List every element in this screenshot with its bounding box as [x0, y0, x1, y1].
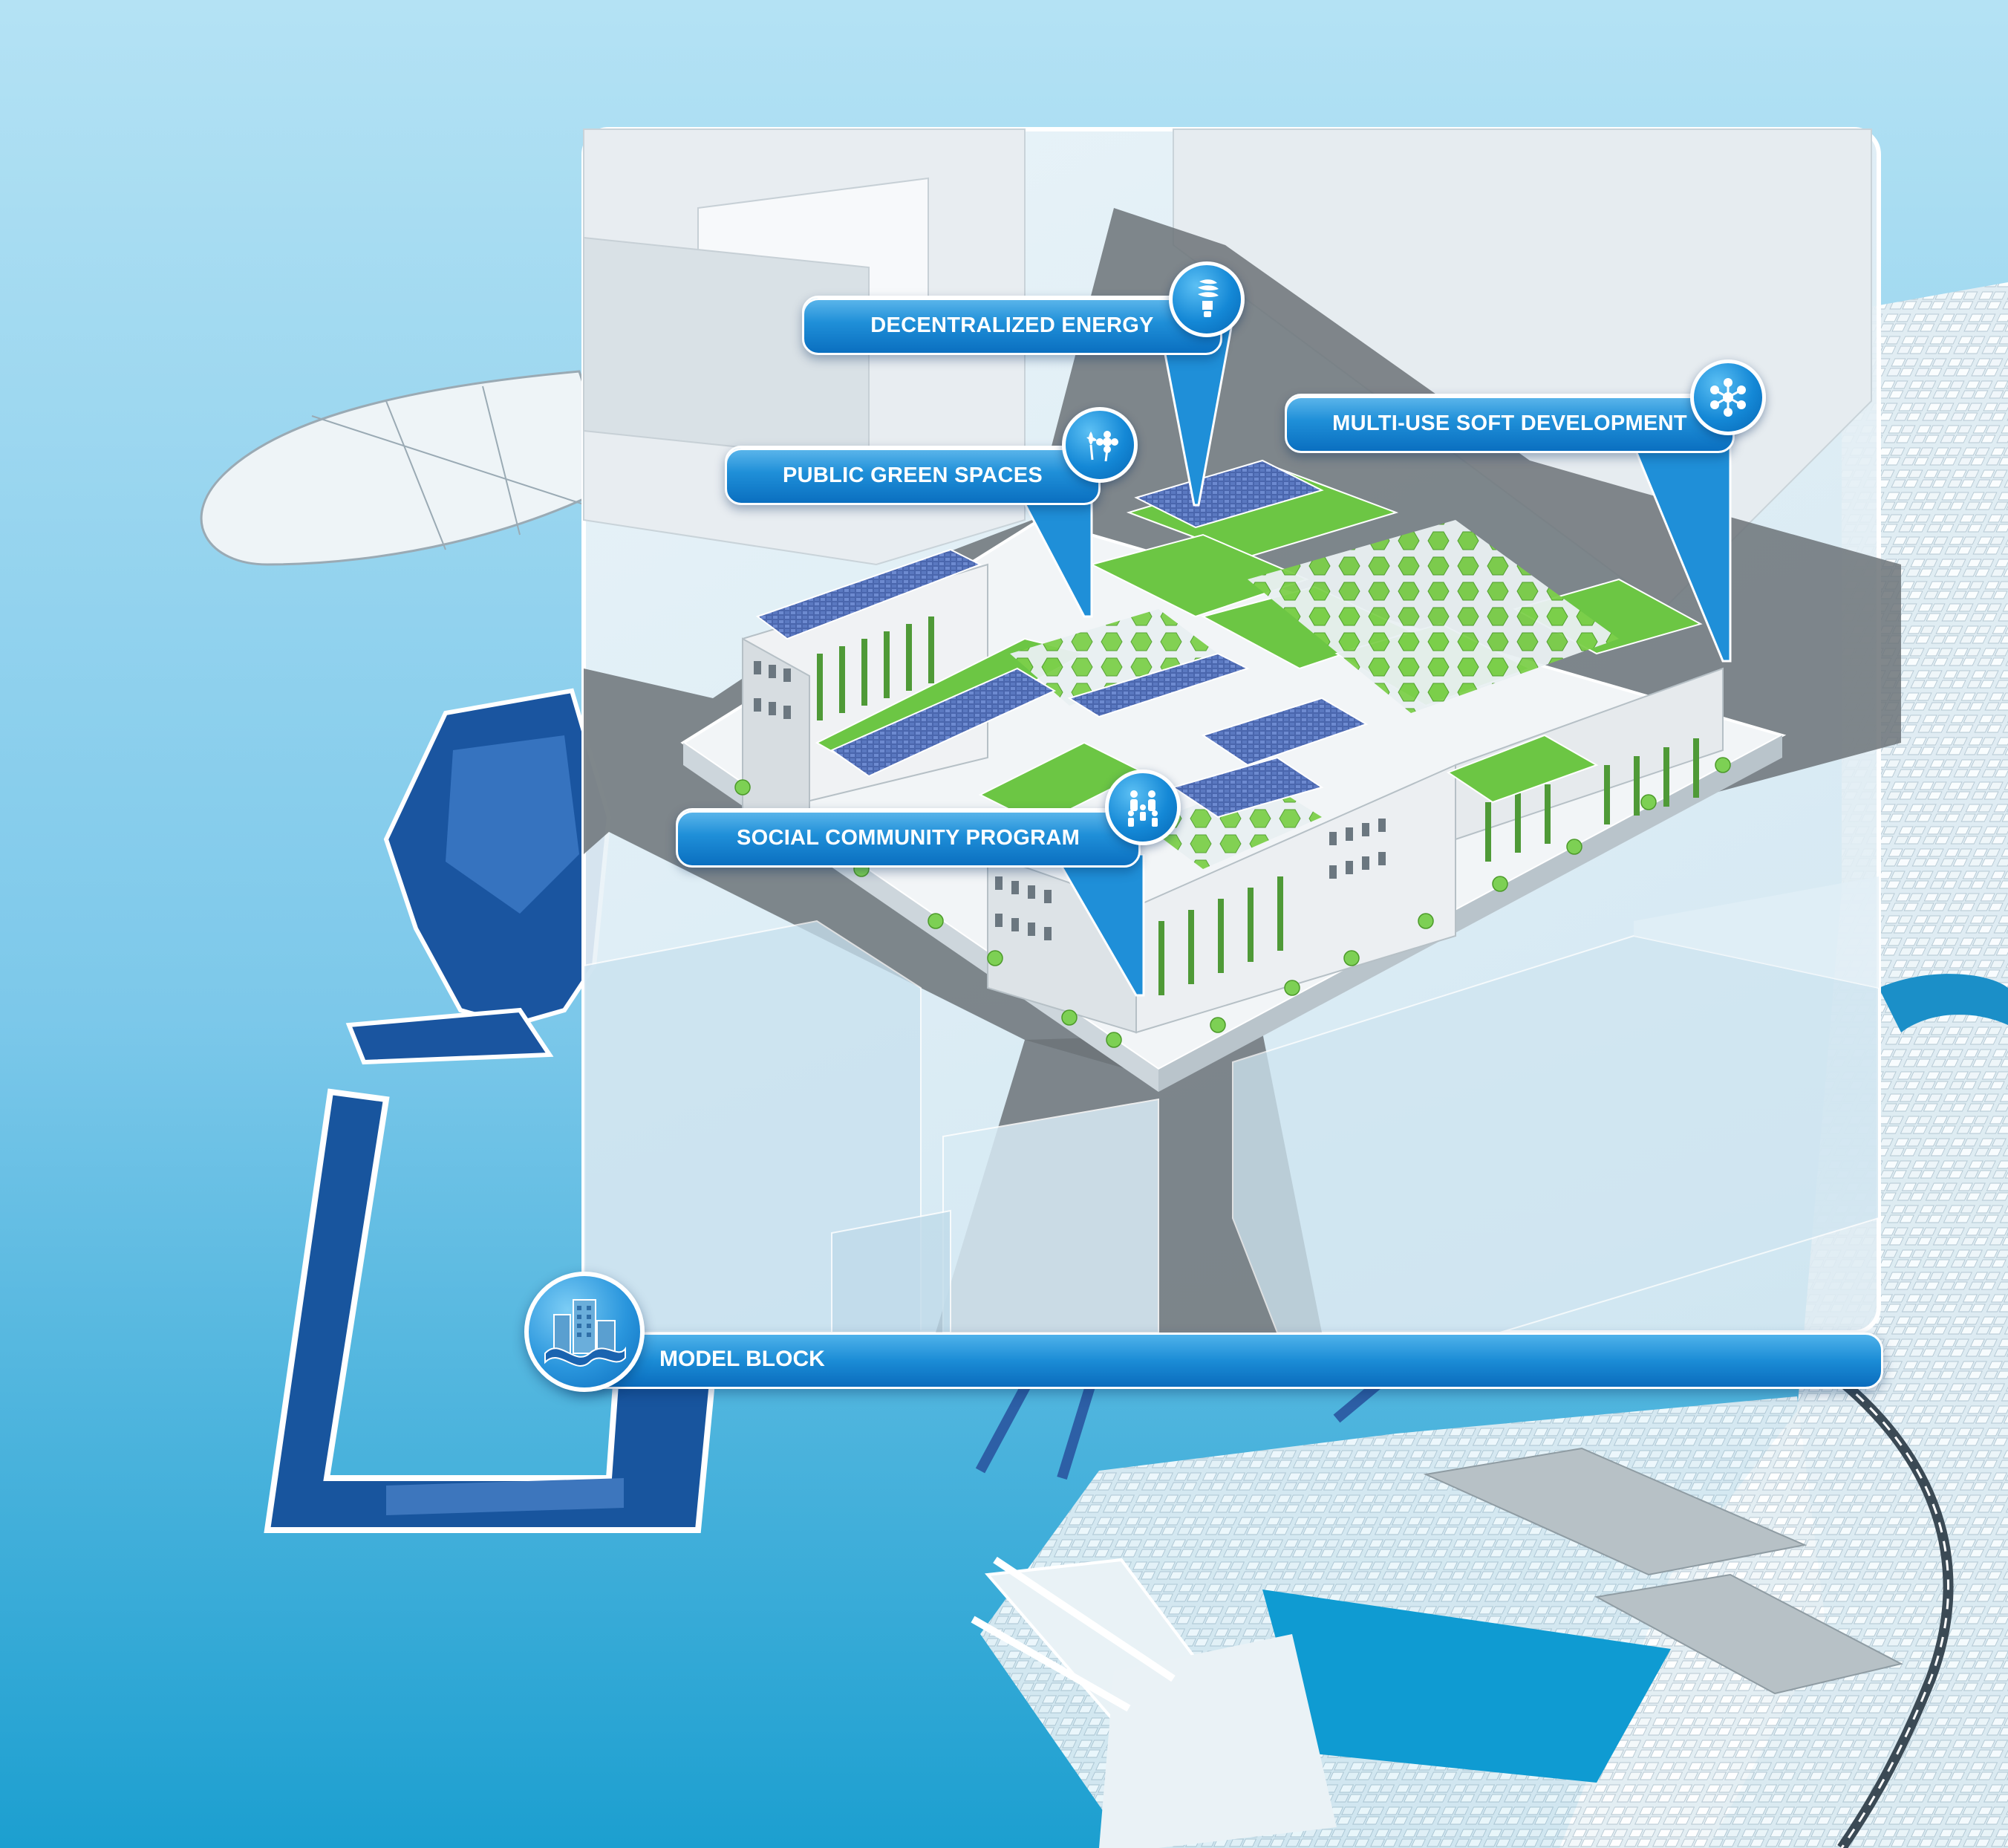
energy-callout-pointer	[1157, 319, 1234, 507]
network-icon	[1690, 359, 1766, 435]
public-green-spaces-label: PUBLIC GREEN SPACES	[725, 446, 1101, 505]
model-block-bar	[564, 1333, 1883, 1389]
social-community-program-label: SOCIAL COMMUNITY PROGRAM	[676, 808, 1141, 868]
multi-use-soft-development-label: MULTI-USE SOFT DEVELOPMENT	[1285, 394, 1735, 453]
people-icon	[1105, 770, 1181, 845]
multiuse-callout-pointer	[1634, 446, 1732, 663]
city-block-icon	[524, 1272, 645, 1392]
decentralized-energy-label: DECENTRALIZED ENERGY	[802, 296, 1222, 355]
flower-icon	[1062, 407, 1138, 483]
lightbulb-icon	[1169, 261, 1245, 337]
social-callout-pointer	[1054, 854, 1145, 997]
green-callout-pointer	[1010, 475, 1093, 618]
model-block-label: MODEL BLOCK	[659, 1347, 825, 1371]
